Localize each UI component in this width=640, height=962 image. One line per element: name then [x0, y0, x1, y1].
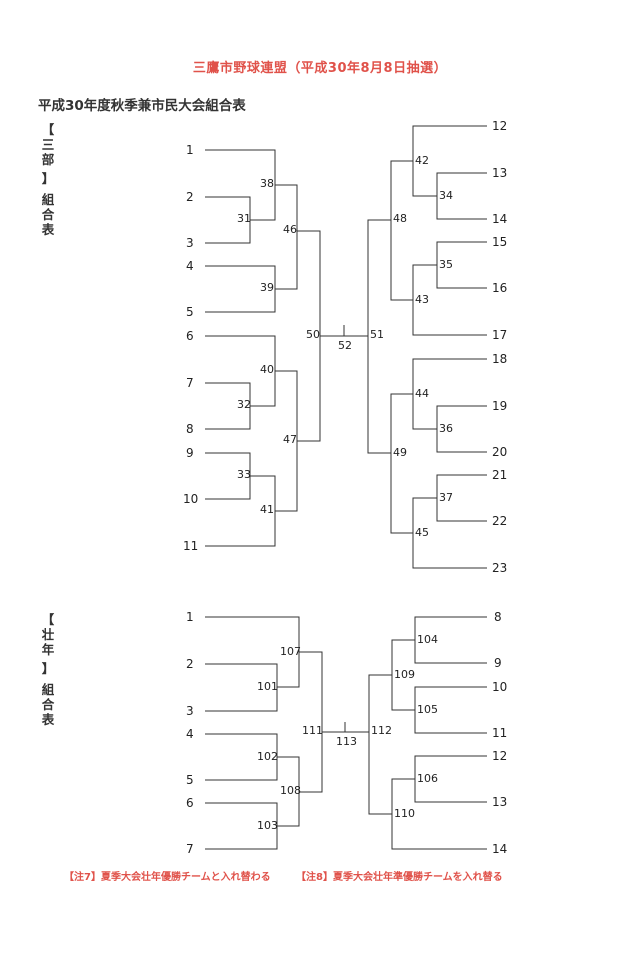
game-number: 42 — [415, 154, 429, 167]
division3-label: 【 三 部 】 — [41, 122, 55, 186]
game-number: 109 — [394, 668, 415, 681]
team-number: 18 — [492, 352, 508, 366]
game-number: 39 — [260, 281, 274, 294]
game-number: 112 — [371, 724, 392, 737]
game-number: 41 — [260, 503, 274, 516]
game-number: 31 — [237, 212, 251, 225]
team-number: 4 — [186, 727, 194, 741]
team-number: 9 — [186, 446, 194, 460]
team-number: 5 — [186, 305, 194, 319]
team-number: 2 — [186, 657, 194, 671]
team-number: 19 — [492, 399, 508, 413]
game-number: 48 — [393, 212, 407, 225]
team-number: 17 — [492, 328, 508, 342]
masters-label: 【 壮 年 】 — [41, 612, 55, 676]
team-number: 11 — [492, 726, 508, 740]
masters-label-kumiawase: 組 合 表 — [41, 682, 55, 727]
team-number: 2 — [186, 190, 194, 204]
team-number: 3 — [186, 236, 194, 250]
team-number: 6 — [186, 329, 194, 343]
team-number: 23 — [492, 561, 508, 575]
team-number: 16 — [492, 281, 508, 295]
team-number: 6 — [186, 796, 194, 810]
game-number: 37 — [439, 491, 453, 504]
note-8: 【注8】夏季大会壮年準優勝チームを入れ替る — [296, 872, 503, 883]
team-number: 3 — [186, 704, 194, 718]
game-number: 101 — [257, 680, 278, 693]
team-number: 8 — [186, 422, 194, 436]
team-number: 8 — [494, 610, 502, 624]
team-number: 20 — [492, 445, 508, 459]
team-number: 15 — [492, 235, 508, 249]
game-number: 51 — [370, 328, 384, 341]
team-number: 21 — [492, 468, 508, 482]
team-number: 11 — [183, 539, 199, 553]
game-number: 107 — [280, 645, 301, 658]
team-number: 13 — [492, 166, 508, 180]
team-number: 14 — [492, 842, 508, 856]
team-number: 7 — [186, 376, 194, 390]
game-number: 111 — [302, 724, 323, 737]
game-number: 102 — [257, 750, 278, 763]
team-number: 7 — [186, 842, 194, 856]
game-number: 43 — [415, 293, 429, 306]
game-number: 50 — [306, 328, 320, 341]
team-number: 10 — [492, 680, 508, 694]
team-number: 9 — [494, 656, 502, 670]
team-number: 12 — [492, 119, 508, 133]
game-number: 104 — [417, 633, 438, 646]
game-number: 38 — [260, 177, 274, 190]
team-number: 10 — [183, 492, 199, 506]
division3-label-kumiawase: 組 合 表 — [41, 192, 55, 237]
game-number: 36 — [439, 422, 453, 435]
team-number: 12 — [492, 749, 508, 763]
team-number: 5 — [186, 773, 194, 787]
game-number: 52 — [338, 339, 352, 352]
game-number: 108 — [280, 784, 301, 797]
game-number: 106 — [417, 772, 438, 785]
note-7: 【注7】夏季大会壮年優勝チームと入れ替わる — [64, 872, 271, 883]
team-number: 14 — [492, 212, 508, 226]
game-number: 32 — [237, 398, 251, 411]
game-number: 35 — [439, 258, 453, 271]
game-number: 110 — [394, 807, 415, 820]
team-number: 1 — [186, 143, 194, 157]
game-number: 33 — [237, 468, 251, 481]
team-number: 22 — [492, 514, 508, 528]
game-number: 103 — [257, 819, 278, 832]
team-number: 1 — [186, 610, 194, 624]
federation-header: 三鷹市野球連盟（平成30年8月8日抽選） — [192, 61, 448, 76]
game-number: 49 — [393, 446, 407, 459]
game-number: 45 — [415, 526, 429, 539]
game-number: 40 — [260, 363, 274, 376]
team-number: 4 — [186, 259, 194, 273]
game-number: 47 — [283, 433, 297, 446]
document-title: 平成30年度秋季兼市民大会組合表 — [38, 98, 246, 114]
game-number: 113 — [336, 735, 357, 748]
game-number: 44 — [415, 387, 429, 400]
game-number: 105 — [417, 703, 438, 716]
team-number: 13 — [492, 795, 508, 809]
game-number: 46 — [283, 223, 297, 236]
game-number: 34 — [439, 189, 453, 202]
